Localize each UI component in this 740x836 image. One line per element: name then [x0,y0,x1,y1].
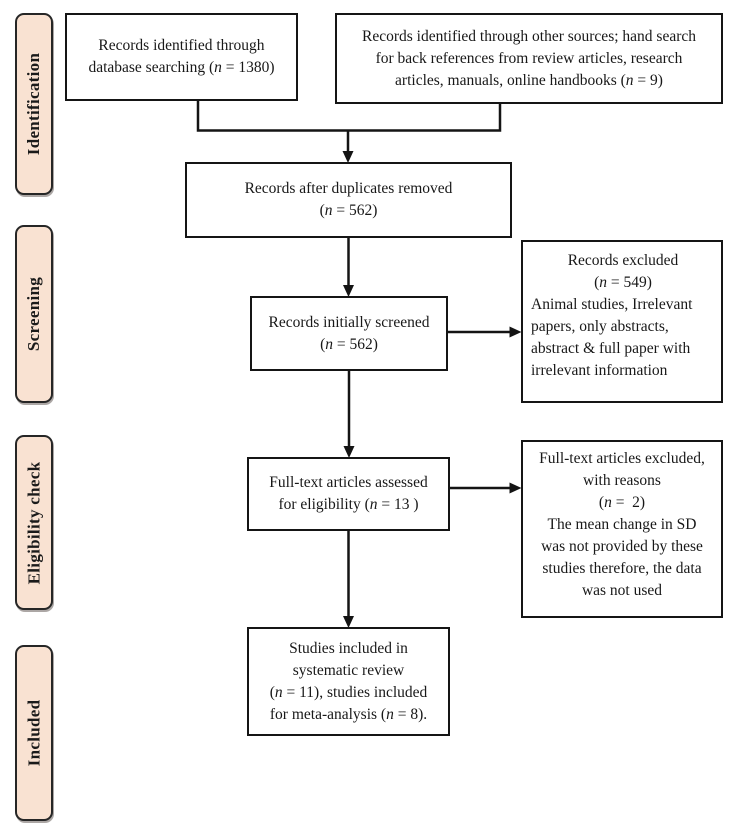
arrowhead-to-screened [343,285,354,297]
box-records-excluded: Records excluded (n = 549) Animal studie… [521,240,723,403]
box-records-excluded-heading: Records excluded (n = 549) [567,252,679,291]
stage-identification-label: Identification [24,52,43,156]
arrowhead-to-fulltext [343,446,355,458]
arrowhead-to-included [343,616,354,628]
box-initially-screened: Records initially screened (n = 562) [250,296,448,371]
box-records-other-sources-text: Records identified through other sources… [361,27,696,89]
box-initially-screened-text: Records initially screened (n = 562) [268,313,430,353]
stage-included: Included [15,645,53,821]
box-fulltext-assessed-text: Full-text articles assessed for eligibil… [269,474,428,513]
stage-eligibility-check: Eligibility check [15,435,53,610]
box-fulltext-assessed: Full-text articles assessed for eligibil… [247,457,450,531]
box-included-studies: Studies included in systematic review (n… [247,627,450,736]
stage-included-label: Included [24,699,43,767]
box-records-database-search-text: Records identified through database sear… [88,37,275,76]
arrowhead-to-fulltext-excluded [509,482,522,494]
box-fulltext-excluded-text: Full-text articles excluded, with reason… [539,450,705,599]
box-fulltext-excluded: Full-text articles excluded, with reason… [521,440,723,618]
box-duplicates-removed: Records after duplicates removed (n = 56… [185,162,512,238]
stage-screening: Screening [15,225,53,403]
box-records-excluded-details: Animal studies, Irrelevant papers, only … [531,296,693,379]
arrowhead-to-records-excluded [509,326,522,338]
box-duplicates-removed-text: Records after duplicates removed (n = 56… [244,180,453,219]
box-records-other-sources: Records identified through other sources… [335,13,723,104]
stage-screening-label: Screening [24,276,44,352]
box-included-studies-text: Studies included in systematic review (n… [269,639,428,723]
stage-eligibility-check-label: Eligibility check [24,461,44,584]
arrowhead-to-duplicates [342,151,354,163]
stage-identification: Identification [15,13,53,195]
box-records-database-search: Records identified through database sear… [65,13,298,101]
